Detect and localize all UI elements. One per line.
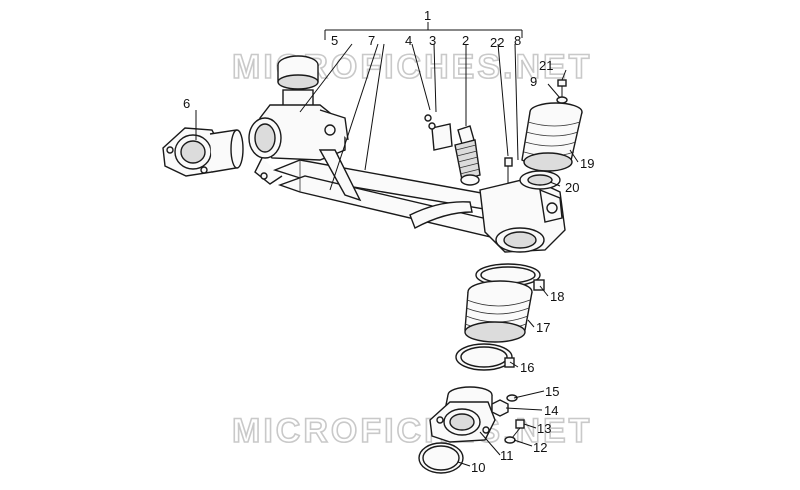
callout-19: 19 <box>580 156 594 171</box>
part-20-clamp <box>519 170 561 190</box>
watermark-bottom: MICROFICHES.NET <box>232 412 592 450</box>
part-19-intake-bellows <box>521 102 583 172</box>
callout-18: 18 <box>550 289 564 304</box>
callout-6: 6 <box>183 96 190 111</box>
part-7-cross-frame <box>272 149 521 239</box>
part-5-throttle-body <box>248 55 349 185</box>
part-21-screw <box>557 79 567 98</box>
callout-16: 16 <box>520 360 534 375</box>
callout-22: 22 <box>490 35 504 50</box>
part-6-flange-adapter <box>162 127 244 177</box>
callout-2: 2 <box>462 33 469 48</box>
part-11-manifold-flange <box>429 386 496 443</box>
part-14-nut <box>491 399 509 417</box>
part-9-washer <box>556 96 568 104</box>
callout-9: 9 <box>530 74 537 89</box>
part-12-washer <box>504 436 516 444</box>
callout-4: 4 <box>405 33 412 48</box>
callout-20: 20 <box>565 180 579 195</box>
callout-12: 12 <box>533 440 547 455</box>
callout-3: 3 <box>429 33 436 48</box>
callout-21: 21 <box>539 58 553 73</box>
callout-8: 8 <box>514 33 521 48</box>
part-2-injector <box>454 125 481 186</box>
part-17-rubber-sleeve <box>464 280 533 343</box>
right-throttle-body <box>479 177 566 253</box>
part-16-hose-clamp <box>455 343 515 371</box>
part-10-o-ring <box>418 442 464 474</box>
callout-1: 1 <box>424 8 431 23</box>
callout-14: 14 <box>544 403 558 418</box>
callout-11: 11 <box>500 448 514 463</box>
callout-17: 17 <box>536 320 550 335</box>
callout-7: 7 <box>368 33 375 48</box>
callout-labels: 1 5 7 4 3 2 22 8 6 21 9 19 20 18 17 16 1… <box>183 8 594 475</box>
callout-13: 13 <box>537 421 551 436</box>
callout-10: 10 <box>471 460 485 475</box>
callout-5: 5 <box>331 33 338 48</box>
leader-lines <box>195 22 579 467</box>
callout-15: 15 <box>545 384 559 399</box>
part-4-bracket <box>424 114 453 151</box>
part-15-washer <box>506 394 518 402</box>
